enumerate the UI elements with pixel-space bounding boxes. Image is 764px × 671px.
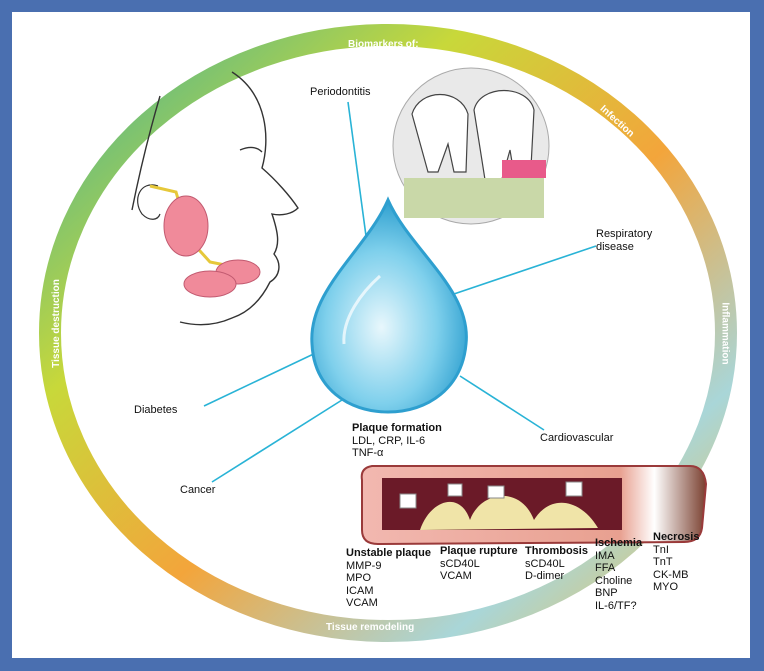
line-cardiovascular — [460, 376, 544, 430]
cell-icon-1 — [400, 494, 416, 508]
label-respiratory-disease: Respiratory disease — [596, 228, 652, 254]
parotid-gland-icon — [164, 196, 208, 256]
line-respiratory — [448, 246, 596, 296]
eye-icon — [240, 147, 262, 152]
cell-icon-2 — [448, 484, 462, 496]
label-periodontitis: Periodontitis — [310, 86, 371, 99]
submandibular-gland-icon — [184, 271, 236, 297]
stage-thrombosis: Thrombosis sCD40L D-dimer — [525, 545, 588, 583]
stage-necrosis: Necrosis TnI TnT CK-MB MYO — [653, 531, 699, 594]
inflamed-gum-icon — [502, 160, 546, 178]
cell-icon-3 — [488, 486, 504, 498]
ear-icon — [138, 185, 160, 219]
line-periodontitis — [348, 102, 366, 236]
saliva-drop-icon — [312, 200, 467, 412]
plaque-formation-title: Plaque formation — [352, 422, 442, 435]
plaque-formation-item: LDL, CRP, IL-6 — [352, 435, 442, 448]
cell-icon-4 — [566, 482, 582, 496]
plaque-formation-block: Plaque formation LDL, CRP, IL-6 TNF-α — [352, 422, 442, 460]
plaque-formation-item: TNF-α — [352, 447, 442, 460]
stage-plaque-rupture: Plaque rupture sCD40L VCAM — [440, 545, 518, 583]
line-diabetes — [204, 350, 322, 406]
ring-label-tissue-remodeling: Tissue remodeling — [326, 622, 414, 633]
label-cardiovascular: Cardiovascular — [540, 432, 613, 445]
stage-unstable-plaque: Unstable plaque MMP-9 MPO ICAM VCAM — [346, 547, 431, 610]
stage-ischemia: Ischemia IMA FFA Choline BNP IL-6/TF? — [595, 537, 642, 612]
ring-label-tissue-destruction: Tissue destruction — [51, 279, 62, 368]
line-cancer — [212, 400, 342, 482]
gum-icon — [404, 178, 544, 218]
label-diabetes: Diabetes — [134, 404, 177, 417]
ring-label-top: Biomarkers of: — [348, 39, 419, 50]
label-cancer: Cancer — [180, 484, 215, 497]
ring-label-inflammation: Inflammation — [720, 302, 731, 364]
